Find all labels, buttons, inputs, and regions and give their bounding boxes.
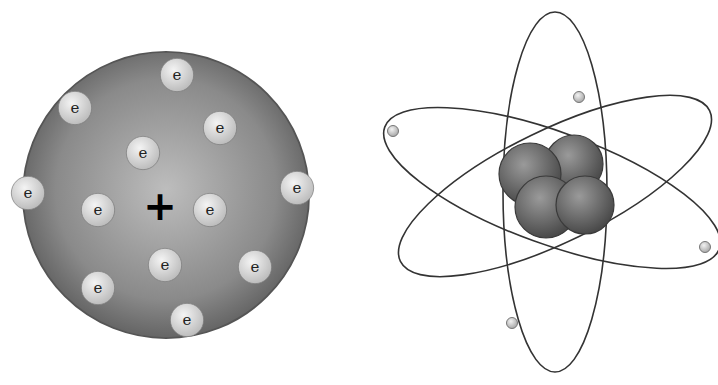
- electron-symbol: e: [24, 186, 33, 201]
- electron-ball: e: [11, 176, 45, 210]
- electron-ball: e: [238, 250, 272, 284]
- electron-ball: e: [160, 58, 194, 92]
- electron-symbol: e: [161, 258, 170, 273]
- electron-shape-outline: [81, 271, 114, 304]
- electron-shape-outline: [148, 248, 181, 281]
- electron-ball: e: [203, 111, 237, 145]
- electrons: [388, 92, 711, 329]
- electron-symbol: e: [293, 181, 302, 196]
- electron-shape-outline: [170, 303, 203, 336]
- electron-ball: e: [193, 193, 227, 227]
- pudding-shape-outline: [23, 52, 309, 338]
- electron-shape-outline: [160, 58, 193, 91]
- electron-shape-outline: [193, 193, 226, 226]
- electron-symbol: e: [216, 121, 225, 136]
- charge-sign: +: [143, 186, 177, 226]
- electron-shape-outline: [238, 250, 271, 283]
- orbit: [366, 74, 718, 301]
- electron-ball: e: [81, 193, 115, 227]
- electron-ball: e: [81, 271, 115, 305]
- electron-symbol: e: [183, 313, 192, 328]
- electron-symbol: e: [251, 260, 260, 275]
- electron-ball: e: [170, 303, 204, 337]
- electron-dot: [507, 318, 518, 329]
- electron-shape-outline: [11, 176, 44, 209]
- electron-shape-outline: [126, 136, 159, 169]
- electron-shape-outline: [81, 193, 114, 226]
- electron-shape-outline: [203, 111, 236, 144]
- pudding-sphere: + e e e e e e e e e e e e: [20, 49, 312, 341]
- electron-symbol: e: [173, 68, 182, 83]
- electron-dot: [388, 126, 399, 137]
- electron-shape-outline: [280, 171, 313, 204]
- nucleon: [556, 176, 614, 234]
- electron-dot: [574, 92, 585, 103]
- electron-dot: [700, 242, 711, 253]
- electron-ball: e: [280, 171, 314, 205]
- electron-symbol: e: [71, 101, 80, 116]
- electron-symbol: e: [94, 203, 103, 218]
- electron-ball: e: [126, 136, 160, 170]
- electron-ball: e: [148, 248, 182, 282]
- electron-symbol: e: [139, 146, 148, 161]
- electron-symbol: e: [94, 281, 103, 296]
- electron-shape-outline: [58, 91, 91, 124]
- orbit: [376, 60, 718, 311]
- electron-ball: e: [58, 91, 92, 125]
- orbit-ellipses: [366, 12, 718, 372]
- nucleus: [499, 135, 614, 238]
- electron-symbol: e: [206, 203, 215, 218]
